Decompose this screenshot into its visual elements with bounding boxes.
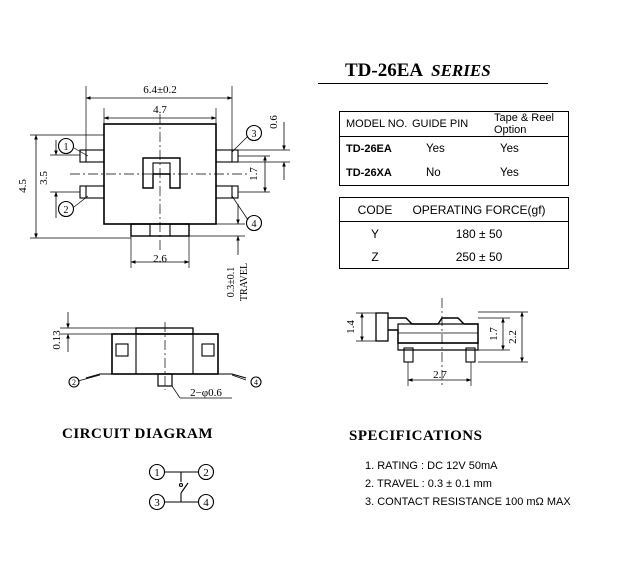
force-table: CODE OPERATING FORCE(gf) Y 180 ± 50 Z 25… — [339, 197, 569, 269]
dim-left-height: 1.4 — [345, 320, 357, 334]
force-cell: 180 ± 50 — [455, 226, 503, 241]
spec-travel: 2. TRAVEL : 0.3 ± 0.1 mm — [365, 478, 492, 490]
model-cell: TD-26XA — [346, 167, 392, 179]
table-row: TD-26XA No Yes — [340, 161, 569, 186]
dim-right-outer: 2.2 — [507, 330, 519, 344]
top-view — [30, 86, 290, 268]
circuit-heading: CIRCUIT DIAGRAM — [62, 426, 213, 442]
spec-contact-resistance: 3. CONTACT RESISTANCE 100 mΩ MAX — [365, 496, 571, 508]
pin-label: 3 — [154, 497, 160, 509]
header-operating-force: OPERATING FORCE(gf) — [410, 197, 569, 222]
guide-pin-cell: Yes — [426, 143, 445, 155]
header-tape-reel: Tape & Reel Option — [494, 111, 569, 137]
pin-label: 2 — [64, 205, 69, 216]
pin-label: 4 — [254, 378, 258, 387]
model-table-header: MODEL NO. GUIDE PIN Tape & Reel Option — [339, 111, 569, 137]
pin-label: 4 — [203, 497, 209, 509]
pin-label: 1 — [64, 142, 69, 153]
dim-guide-pin: 2−φ0.6 — [190, 387, 222, 399]
dim-thickness: 0.13 — [51, 330, 63, 350]
specifications-heading: SPECIFICATIONS — [349, 428, 483, 444]
dim-body-width: 4.7 — [153, 104, 167, 116]
table-row: Y 180 ± 50 — [340, 222, 569, 246]
title-series: SERIES — [431, 61, 491, 80]
pin-label: 4 — [252, 219, 257, 230]
pin-label: 3 — [252, 129, 257, 140]
tape-reel-cell: Yes — [500, 143, 519, 155]
header-guide-pin: GUIDE PIN — [412, 111, 494, 137]
model-table: MODEL NO. GUIDE PIN Tape & Reel Option T… — [339, 111, 569, 186]
header-code: CODE — [339, 197, 410, 222]
dim-travel: 0.3±0.1 — [226, 267, 237, 298]
side-view — [60, 312, 262, 399]
end-view — [356, 298, 528, 386]
pin-label: 2 — [203, 467, 209, 479]
model-cell: TD-26EA — [346, 143, 392, 155]
guide-pin-cell: No — [426, 167, 441, 179]
table-row: TD-26EA Yes Yes — [340, 137, 569, 162]
dim-height-pins: 3.5 — [38, 171, 50, 185]
series-title: TD-26EA SERIES — [345, 60, 491, 82]
circuit-diagram — [148, 463, 215, 511]
pin-label: 1 — [154, 467, 160, 479]
code-cell: Z — [371, 249, 379, 264]
table-row: Z 250 ± 50 — [340, 245, 569, 269]
pin-label: 2 — [72, 378, 76, 387]
dim-width: 2.7 — [433, 369, 447, 381]
dim-actuator-width: 2.6 — [153, 253, 167, 265]
dim-right-inner: 1.7 — [488, 327, 500, 341]
force-cell: 250 ± 50 — [455, 249, 503, 264]
dim-pin-pitch: 1.7 — [248, 167, 260, 181]
dim-pin-width: 0.6 — [268, 115, 280, 129]
travel-label: TRAVEL — [239, 263, 250, 301]
spec-rating: 1. RATING : DC 12V 50mA — [365, 460, 498, 472]
title-underline — [318, 83, 548, 84]
title-model: TD-26EA — [345, 60, 424, 81]
force-table-header: CODE OPERATING FORCE(gf) — [339, 197, 569, 222]
code-cell: Y — [370, 226, 379, 241]
header-model-no: MODEL NO. — [339, 111, 412, 137]
dim-overall-width: 6.4±0.2 — [143, 84, 177, 96]
tape-reel-cell: Yes — [500, 167, 519, 179]
dim-height-outer: 4.5 — [17, 179, 29, 193]
